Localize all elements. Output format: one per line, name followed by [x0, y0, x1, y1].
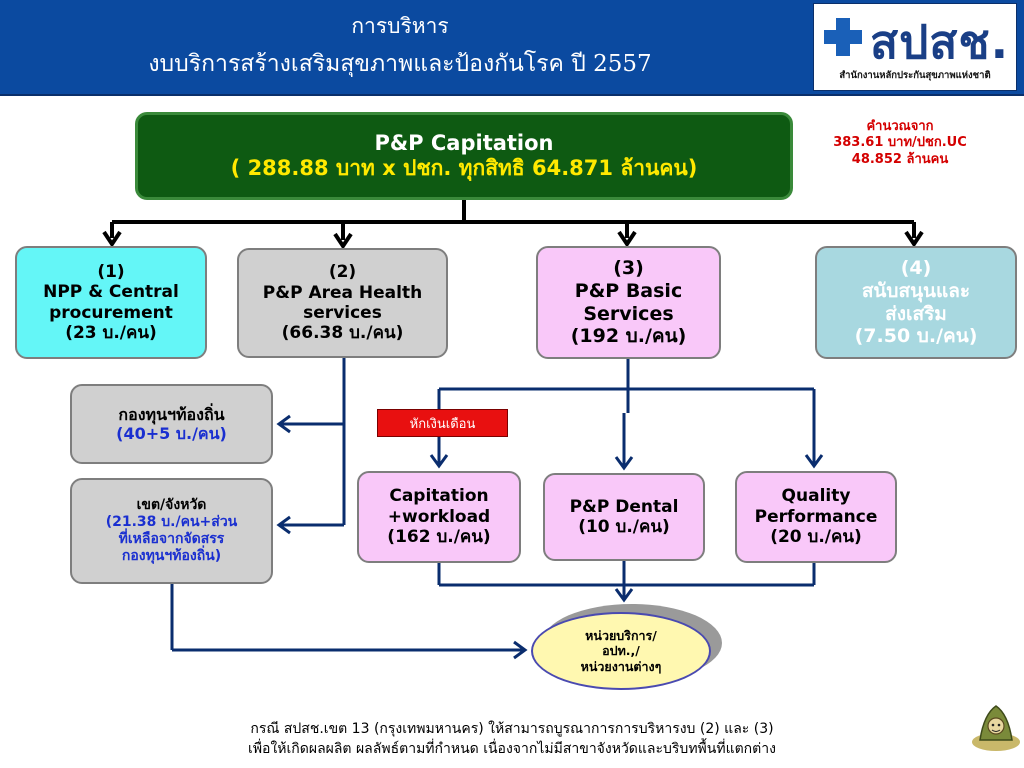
- local-fund-box: กองทุนฯท้องถิ่น (40+5 บ./คน): [70, 384, 273, 464]
- region-rate-line: ที่เหลือจากจัดสรร: [118, 531, 225, 547]
- box-line: สนับสนุนและ: [861, 279, 971, 302]
- box-line: Quality: [781, 486, 851, 507]
- box-line: P&P Area Health: [262, 282, 423, 303]
- ellipse-line: อปท.,/: [602, 643, 640, 659]
- footer-note-line1: กรณี สปสช.เขต 13 (กรุงเทพมหานคร) ให้สามา…: [250, 721, 774, 737]
- box-line: Capitation: [389, 486, 489, 507]
- box-line: (20 บ./คน): [770, 527, 862, 548]
- box-line: +workload: [387, 506, 491, 527]
- top-distribution-lines: [102, 200, 924, 250]
- box-line: procurement: [49, 302, 173, 323]
- local-fund-title: กองทุนฯท้องถิ่น: [118, 404, 225, 424]
- box-line: (66.38 บ./คน): [281, 323, 404, 344]
- service-units-ellipse: หน่วยบริการ/ อปท.,/ หน่วยงานต่างๆ: [531, 612, 711, 690]
- nhso-logo: สปสช. สำนักงานหลักประกันสุขภาพแห่งชาติ: [813, 3, 1017, 91]
- box-line: (7.50 บ./คน): [854, 325, 978, 348]
- box-line: (10 บ./คน): [578, 517, 670, 537]
- quality-performance-box: Quality Performance (20 บ./คน): [735, 471, 897, 563]
- box-line: Services: [583, 302, 674, 325]
- region-title: เขต/จังหวัด: [136, 497, 207, 514]
- pp-capitation-box: P&P Capitation ( 288.88 บาท x ปชก. ทุกสิ…: [135, 112, 793, 200]
- box-line: NPP & Central: [43, 282, 179, 303]
- box-number: (3): [613, 256, 644, 279]
- support-promote-box: (4) สนับสนุนและ ส่งเสริม (7.50 บ./คน): [815, 246, 1017, 359]
- pp-capitation-title: P&P Capitation: [374, 130, 554, 155]
- header-title-line1: การบริหาร: [351, 14, 449, 38]
- footer-note-line2: เพื่อให้เกิดผลผลิต ผลลัพธ์ตามที่กำหนด เน…: [248, 741, 776, 757]
- area-health-lines: [276, 358, 346, 535]
- box-line: (23 บ./คน): [65, 322, 157, 343]
- decorative-clipart-icon: [972, 705, 1020, 751]
- pp-dental-box: P&P Dental (10 บ./คน): [543, 473, 705, 561]
- header-bar: การบริหาร งบบริการสร้างเสริมสุขภาพและป้อ…: [0, 0, 1024, 96]
- region-rate-line: กองทุนฯท้องถิ่น): [121, 547, 222, 564]
- calculation-note: คำนวณจาก 383.61 บาท/ปชก.UC 48.852 ล้านคน: [800, 119, 1000, 168]
- header-title-line2: งบบริการสร้างเสริมสุขภาพและป้องกันโรค ปี…: [148, 51, 652, 77]
- box-line: P&P Dental: [569, 496, 679, 517]
- calc-note-line1: คำนวณจาก: [866, 119, 934, 134]
- region-province-box: เขต/จังหวัด (21.38 บ./คน+ส่วน ที่เหลือจา…: [70, 478, 273, 584]
- box-line: services: [303, 303, 382, 323]
- local-fund-rate: (40+5 บ./คน): [116, 424, 227, 443]
- box-number: (2): [328, 262, 357, 283]
- box-line: Performance: [754, 506, 878, 527]
- box-number: (1): [97, 261, 125, 282]
- area-health-box: (2) P&P Area Health services (66.38 บ./ค…: [237, 248, 448, 358]
- region-rate-line: (21.38 บ./คน+ส่วน: [105, 514, 238, 531]
- calc-note-line3: 48.852 ล้านคน: [851, 151, 949, 167]
- npp-central-box: (1) NPP & Central procurement (23 บ./คน): [15, 246, 207, 359]
- logo-text: สปสช.: [870, 15, 1010, 69]
- box-line: ส่งเสริม: [885, 302, 947, 325]
- salary-deduction-label: หักเงินเดือน: [377, 409, 508, 437]
- pp-capitation-formula: ( 288.88 บาท x ปชก. ทุกสิทธิ 64.871 ล้าน…: [230, 156, 698, 180]
- cross-icon: [824, 18, 862, 56]
- box-line: P&P Basic: [574, 279, 683, 302]
- merge-lines: [170, 561, 816, 660]
- ellipse-line: หน่วยบริการ/: [585, 627, 657, 643]
- calc-note-line2: 383.61 บาท/ปชก.UC: [833, 135, 967, 151]
- box-line: (162 บ./คน): [387, 527, 491, 548]
- logo-subtitle: สำนักงานหลักประกันสุขภาพแห่งชาติ: [839, 70, 991, 81]
- box-line: (192 บ./คน): [570, 325, 687, 348]
- basic-services-box: (3) P&P Basic Services (192 บ./คน): [536, 246, 721, 359]
- ellipse-line: หน่วยงานต่างๆ: [580, 658, 662, 674]
- box-number: (4): [900, 256, 932, 279]
- capitation-workload-box: Capitation +workload (162 บ./คน): [357, 471, 521, 563]
